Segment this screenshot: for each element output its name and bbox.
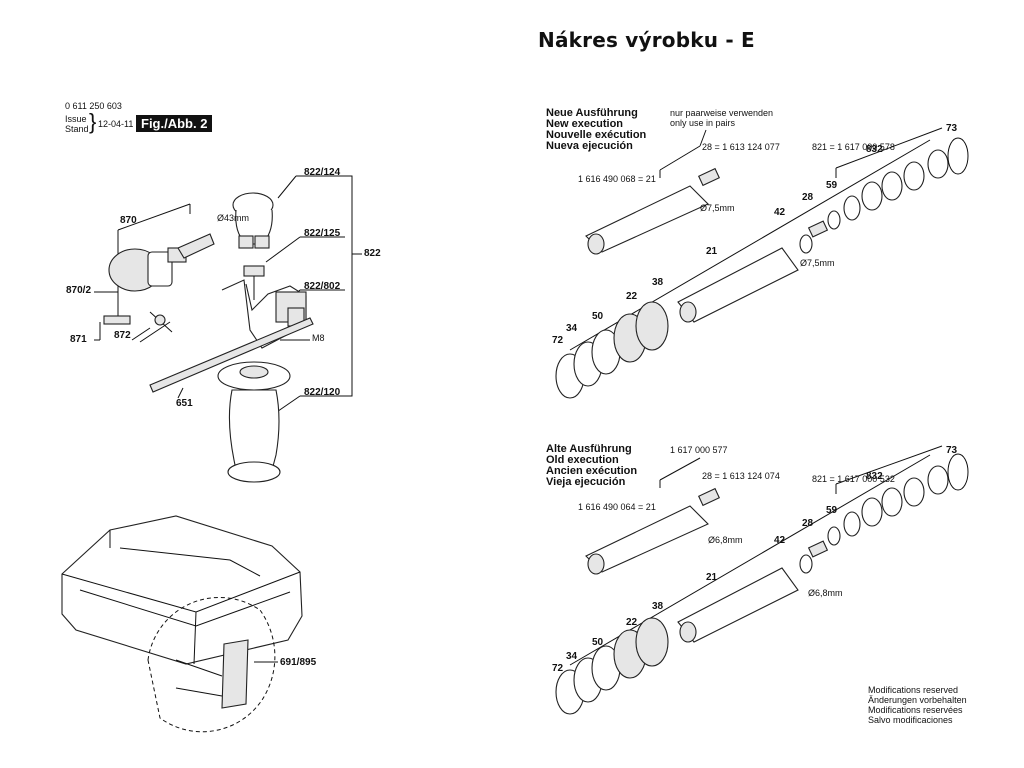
old-part-28b: 28 [802, 518, 814, 529]
new-part-28b: 28 [802, 192, 814, 203]
old-part-59: 59 [826, 505, 838, 516]
new-part-73: 73 [946, 123, 958, 134]
old-part-38: 38 [652, 601, 664, 612]
label-822-124: 822/124 [304, 167, 341, 178]
label-822-125: 822/125 [304, 228, 341, 239]
new-heading-fr: Nouvelle exécution [546, 129, 647, 141]
old-part-42: 42 [774, 535, 786, 546]
label-822-120: 822/120 [304, 387, 341, 398]
new-diam-a: Ø7,5mm [700, 203, 735, 213]
footer-es: Salvo modificaciones [868, 715, 953, 725]
old-diam-b: Ø6,8mm [808, 588, 843, 598]
new-part-34: 34 [566, 323, 578, 334]
stand-label: Stand [65, 124, 89, 134]
new-part-21: 21 [706, 246, 718, 257]
new-part-22: 22 [626, 291, 638, 302]
new-heading-es: Nueva ejecución [546, 140, 633, 152]
note-pairs-de: nur paarweise verwenden [670, 108, 774, 118]
new-part-832: 832 [866, 144, 883, 155]
footer-de: Änderungen vorbehalten [868, 695, 967, 705]
old-ref-28: 28 = 1 613 124 074 [702, 471, 780, 481]
new-heading-de: Neue Ausführung [546, 107, 638, 119]
old-ref-821: 821 = 1 617 000 532 [812, 474, 895, 484]
old-ref-top: 1 617 000 577 [670, 445, 728, 455]
page-title: Nákres výrobku - E [538, 28, 755, 52]
label-822-802: 822/802 [304, 281, 341, 292]
footer-en: Modifications reserved [868, 685, 959, 695]
old-part-34: 34 [566, 651, 578, 662]
label-870-2: 870/2 [66, 285, 92, 296]
label-651: 651 [176, 398, 193, 409]
new-part-38: 38 [652, 277, 664, 288]
note-pairs-en: only use in pairs [670, 118, 736, 128]
old-heading-de: Alte Ausführung [546, 443, 632, 455]
old-part-22: 22 [626, 617, 638, 628]
old-heading-es: Vieja ejecución [546, 476, 626, 488]
new-ref-28: 28 = 1 613 124 077 [702, 142, 780, 152]
new-diam-b: Ø7,5mm [800, 258, 835, 268]
figure-badge: Fig./Abb. 2 [136, 115, 213, 132]
old-part-50: 50 [592, 637, 604, 648]
label-691-895: 691/895 [280, 657, 317, 668]
new-ref-821: 821 = 1 617 000 578 [812, 142, 895, 152]
new-part-72: 72 [552, 335, 564, 346]
new-heading-en: New execution [546, 118, 624, 130]
old-part-72: 72 [552, 663, 564, 674]
label-m8: M8 [312, 333, 325, 343]
brace: } [89, 109, 97, 134]
new-ref-21: 1 616 490 068 = 21 [578, 174, 656, 184]
label-872: 872 [114, 330, 131, 341]
old-heading-en: Old execution [546, 454, 619, 466]
label-822: 822 [364, 248, 381, 259]
new-part-50: 50 [592, 311, 604, 322]
label-871: 871 [70, 334, 87, 345]
new-part-59: 59 [826, 180, 838, 191]
footer-fr: Modifications reservées [868, 705, 963, 715]
label-diam-43: Ø43mm [217, 213, 250, 223]
new-part-42: 42 [774, 207, 786, 218]
old-heading-fr: Ancien exécution [546, 465, 638, 477]
issue-date: 12-04-11 [98, 119, 134, 129]
old-part-73: 73 [946, 445, 958, 456]
old-part-832: 832 [866, 471, 883, 482]
label-870: 870 [120, 215, 137, 226]
part-number: 0 611 250 603 [65, 101, 122, 111]
old-ref-21: 1 616 490 064 = 21 [578, 502, 656, 512]
old-diam-a: Ø6,8mm [708, 535, 743, 545]
issue-label: Issue [65, 114, 87, 124]
old-part-21: 21 [706, 572, 718, 583]
